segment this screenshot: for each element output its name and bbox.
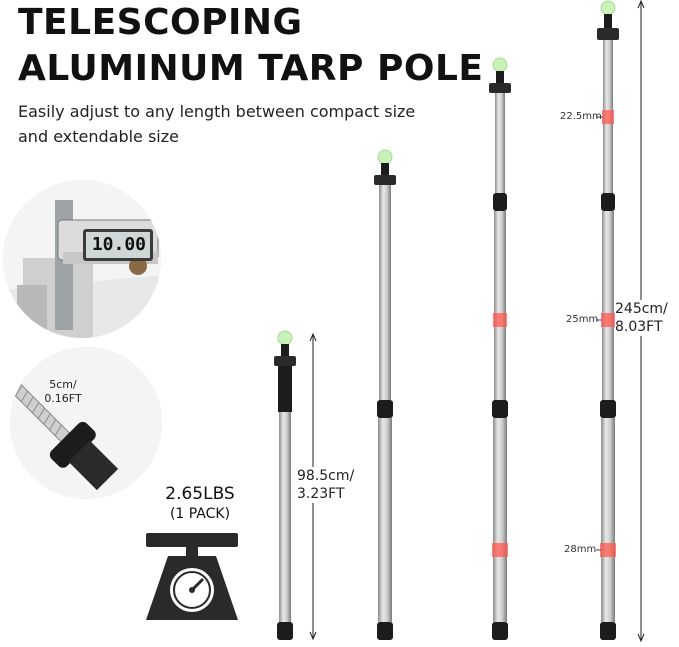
screw-length-ft: 0.16FT	[44, 392, 82, 405]
compact-pole	[274, 330, 296, 640]
caliper-reading: 10.00	[83, 229, 153, 261]
screw-length-label: 5cm/ 0.16FT	[38, 378, 88, 406]
subtitle: Easily adjust to any length between comp…	[18, 102, 416, 146]
title-line-1: TELESCOPING	[18, 2, 303, 43]
screw-detail-image: 5cm/ 0.16FT	[10, 347, 162, 499]
weight-value: 2.65LBS	[165, 484, 235, 504]
title-line-2: ALUMINUM TARP POLE	[18, 48, 484, 89]
compact-length-ft: 3.23FT	[297, 486, 345, 502]
extended-pole	[597, 0, 619, 640]
scale-icon	[146, 533, 238, 620]
weight-pack-label: (1 PACK)	[169, 506, 231, 522]
diameter-middle-label: 25mm	[566, 314, 599, 325]
diameter-bottom-label: 28mm	[564, 544, 597, 555]
screw-length-cm: 5cm/	[49, 378, 77, 391]
extended-length-label: 245cm/ 8.03FT	[615, 300, 668, 336]
extended-length-cm: 245cm/	[615, 301, 668, 317]
diameter-top-label: 22.5mm	[560, 111, 602, 122]
compact-length-label: 98.5cm/ 3.23FT	[297, 467, 355, 503]
diameter-leader-lines	[596, 116, 603, 551]
page-title: TELESCOPING ALUMINUM TARP POLE	[18, 0, 483, 92]
caliper-detail-image: 10.00	[3, 180, 161, 338]
compact-length-cm: 98.5cm/	[297, 468, 355, 484]
medium-pole	[374, 149, 396, 640]
long-pole	[489, 57, 511, 640]
extended-length-ft: 8.03FT	[615, 319, 663, 335]
